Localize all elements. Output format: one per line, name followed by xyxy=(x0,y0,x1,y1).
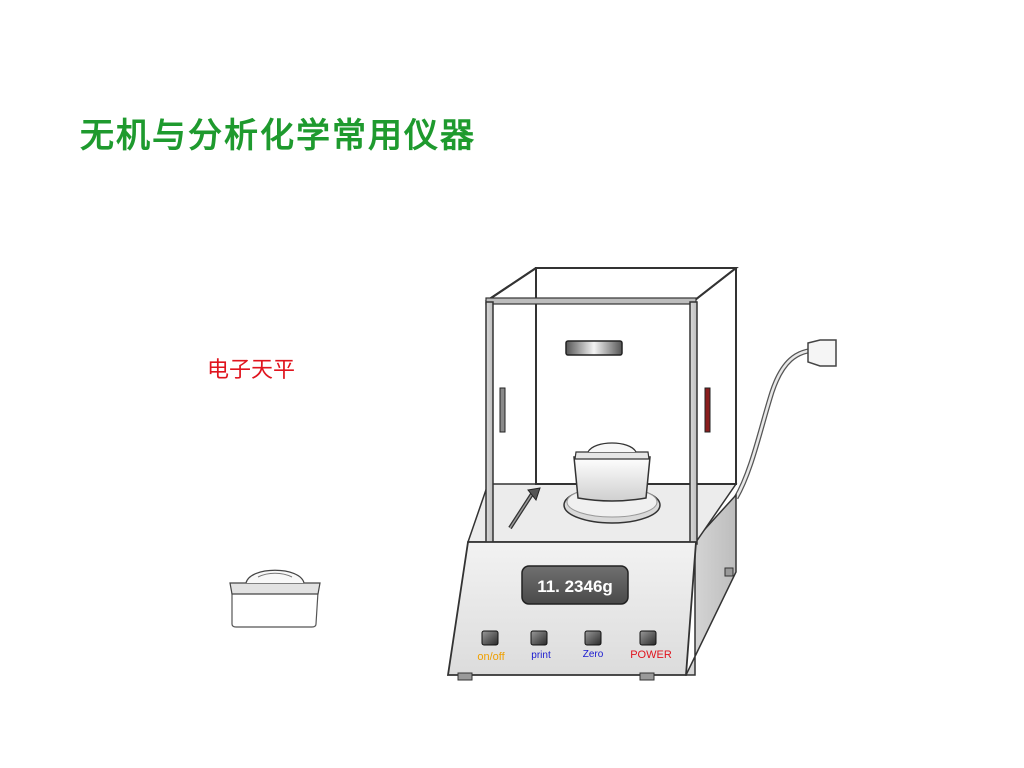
power-label: POWER xyxy=(630,649,672,661)
zero-label: Zero xyxy=(583,649,604,660)
instrument-caption: 电子天平 xyxy=(207,358,296,383)
weighing-bottle-icon[interactable] xyxy=(229,569,321,628)
balance-foot-right xyxy=(639,672,655,681)
left-front-pillar xyxy=(485,301,494,545)
print-label: print xyxy=(531,650,551,661)
power-button[interactable] xyxy=(639,630,657,646)
on-off-button[interactable] xyxy=(481,630,499,646)
power-plug-icon xyxy=(807,339,837,367)
on-off-label: on/off xyxy=(477,651,505,663)
right-front-pillar xyxy=(689,301,698,545)
weight-reading: 11. 2346g xyxy=(537,577,613,596)
slide-title: 无机与分析化学常用仪器 xyxy=(80,116,476,156)
weighing-bottle-on-pan xyxy=(573,442,651,502)
balance-base-side xyxy=(684,493,737,676)
right-door-handle[interactable] xyxy=(704,387,711,433)
left-door-handle[interactable] xyxy=(499,387,506,433)
power-cord xyxy=(733,347,819,500)
zero-button[interactable] xyxy=(584,630,602,646)
chamber-vent-slot xyxy=(565,340,623,356)
weight-display xyxy=(521,565,629,605)
tweezers-icon xyxy=(508,487,541,530)
balance-foot-left xyxy=(457,672,473,681)
balance-front-panel xyxy=(446,541,697,676)
balance-foot-back xyxy=(724,567,734,577)
print-button[interactable] xyxy=(530,630,548,646)
